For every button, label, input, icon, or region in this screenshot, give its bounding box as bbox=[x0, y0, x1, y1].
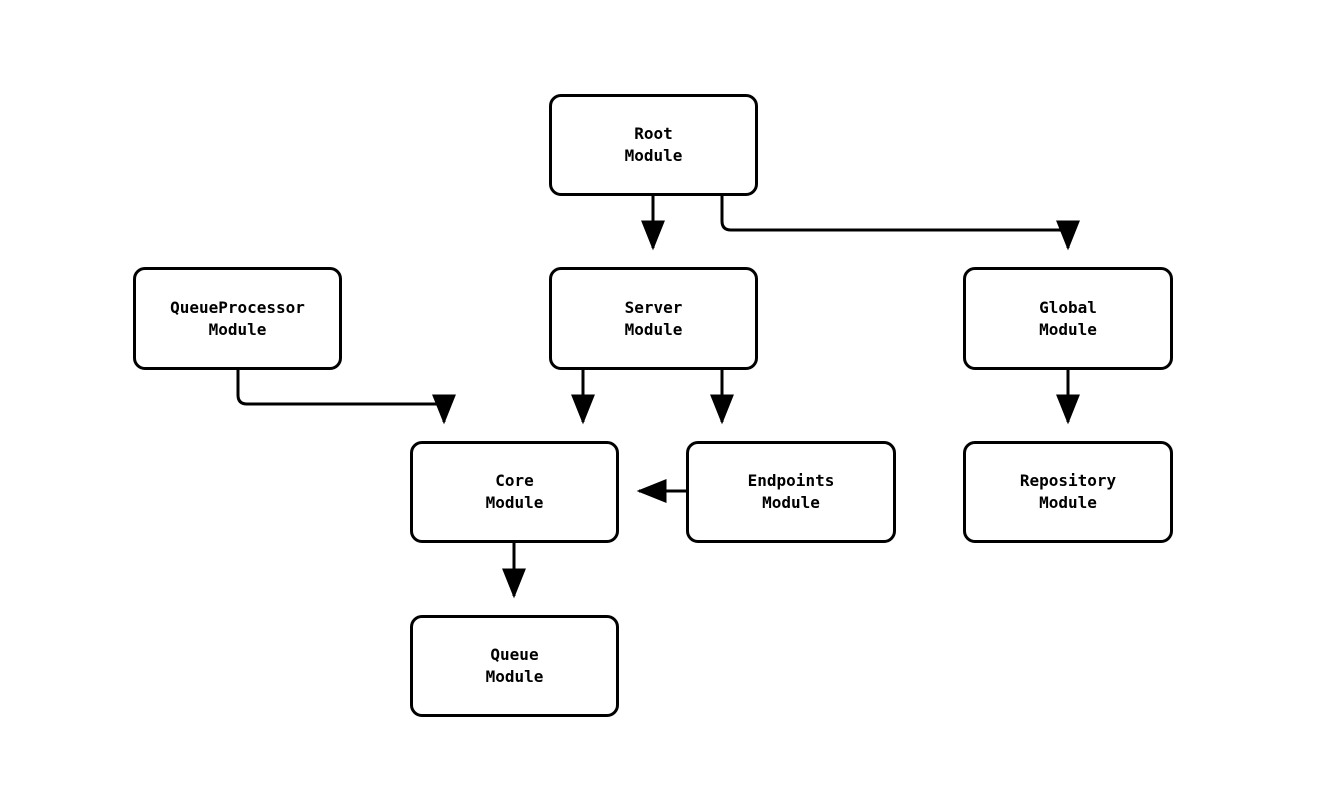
edge-root-global bbox=[720, 196, 1080, 251]
node-global-module[interactable]: Global Module bbox=[963, 267, 1173, 370]
node-root-module[interactable]: Root Module bbox=[549, 94, 758, 196]
node-queue-module-sublabel: Module bbox=[485, 667, 544, 686]
node-root-module-label: Root bbox=[634, 124, 673, 143]
node-repository-module-label: Repository bbox=[1019, 471, 1117, 490]
node-global-module-label: Global bbox=[1039, 297, 1097, 317]
node-global-module-sublabel: Module bbox=[1039, 319, 1097, 339]
node-core-module[interactable]: Core Module bbox=[410, 441, 619, 543]
node-root-module-sublabel: Module bbox=[624, 146, 683, 165]
node-queueprocessor-module[interactable]: QueueProcessor Module bbox=[133, 267, 342, 370]
node-server-module[interactable]: Server Module bbox=[549, 267, 758, 370]
node-endpoints-module-label: Endpoints bbox=[747, 471, 835, 490]
node-server-module-sublabel: Module bbox=[624, 319, 683, 339]
node-endpoints-module-sublabel: Module bbox=[762, 493, 820, 512]
node-core-module-label: Core bbox=[495, 471, 534, 490]
node-endpoints-module[interactable]: Endpoints Module bbox=[686, 441, 896, 543]
node-repository-module-sublabel: Module bbox=[1039, 493, 1097, 512]
node-core-module-sublabel: Module bbox=[485, 493, 544, 512]
node-queue-module[interactable]: Queue Module bbox=[410, 615, 619, 717]
edge-queueprocessor-core bbox=[236, 370, 456, 425]
node-queueprocessor-module-label: QueueProcessor bbox=[170, 297, 305, 317]
node-repository-module[interactable]: Repository Module bbox=[963, 441, 1173, 543]
node-queueprocessor-module-sublabel: Module bbox=[208, 319, 267, 339]
node-queue-module-label: Queue bbox=[490, 645, 539, 664]
node-server-module-label: Server bbox=[624, 297, 683, 317]
